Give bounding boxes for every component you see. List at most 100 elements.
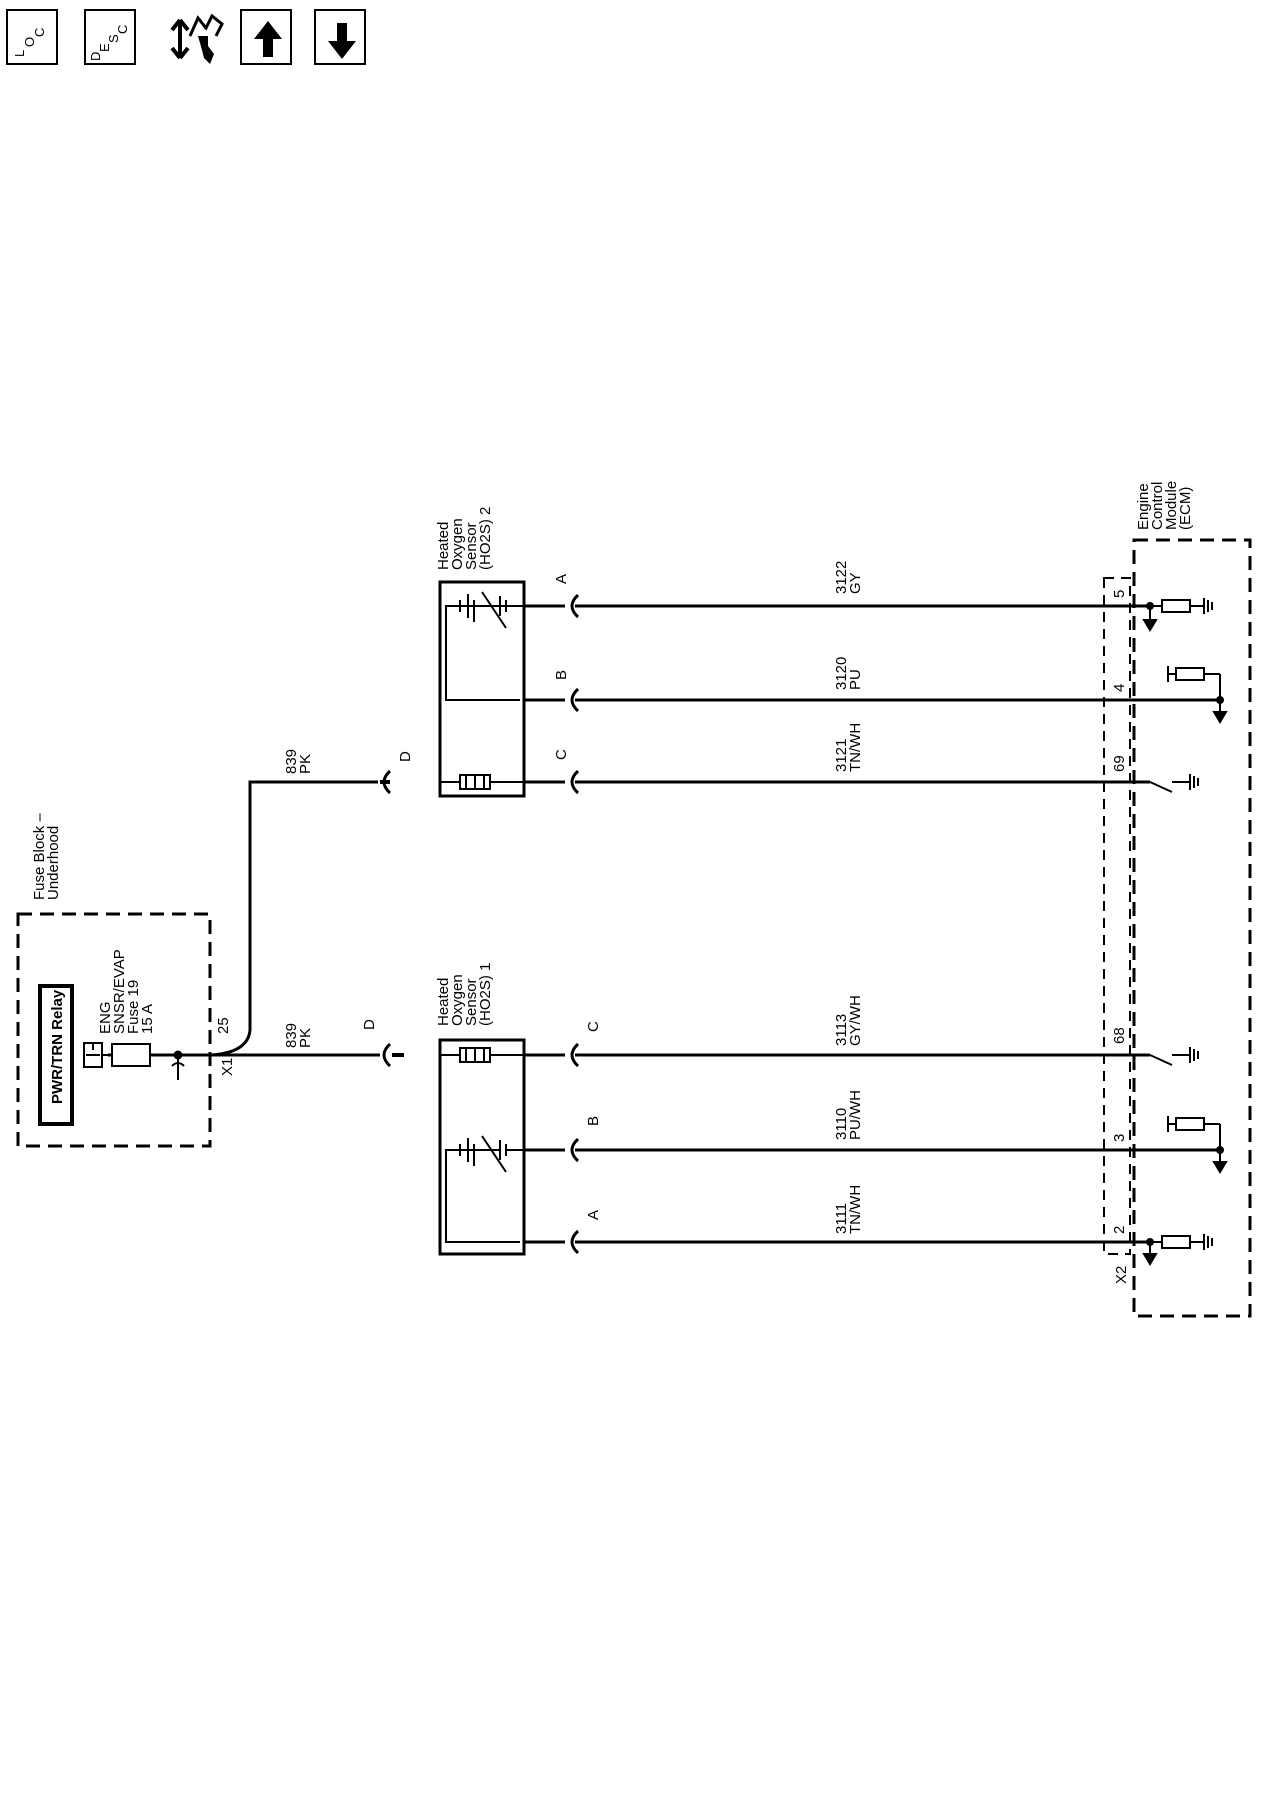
ecm-pin3-circuit-icon xyxy=(1167,1116,1228,1174)
arrow-up-icon xyxy=(254,21,282,57)
fuse-block-title: Fuse Block – Underhood xyxy=(31,813,62,900)
fuse-block-pin-25: 25 xyxy=(215,1017,232,1034)
sensor1-title: Heated Oxygen Sensor (HO2S) 1 xyxy=(435,963,494,1026)
desc-letter-d: D xyxy=(88,52,103,61)
relay-contact-icon xyxy=(83,1042,108,1068)
loc-letter-c: C xyxy=(32,28,47,37)
wrench-arrows-icon xyxy=(170,13,224,64)
wire-839-sensor2-color: PK xyxy=(297,754,314,774)
toolbar: L O C D E S C xyxy=(0,0,380,80)
sensor2-title-line2: Oxygen xyxy=(449,518,466,570)
ecm-title-line1: Engine xyxy=(1135,483,1152,530)
sensor1-pin-b-connector xyxy=(570,1137,580,1163)
sensor2-title-line4: (HO2S) 2 xyxy=(477,507,494,570)
sensor1-pin-d-label: D xyxy=(361,1019,378,1030)
sensor2-pin-c-connector xyxy=(570,769,580,795)
sensor2-element-icon xyxy=(445,591,524,701)
sensor1-title-line4: (HO2S) 1 xyxy=(477,963,494,1026)
ecm-pin5-circuit-icon xyxy=(1142,598,1213,632)
sensor1-pin-d-connector xyxy=(382,1042,392,1068)
wire-839-sensor1-circuit: 839 xyxy=(283,1023,300,1048)
wire-3113-circuit: 3113 xyxy=(833,1014,850,1046)
wire-3110-color: PU/WH xyxy=(847,1090,864,1140)
sensor1-pin-a-connector xyxy=(570,1229,580,1255)
wire-839-sensor1-color: PK xyxy=(297,1028,314,1048)
ecm-connector-x2-outline xyxy=(1103,577,1131,1255)
sensor1-title-line3: Sensor xyxy=(463,978,480,1026)
fuse-block-outline xyxy=(16,912,212,1148)
wire-839-sensor2 xyxy=(209,780,378,1057)
sensor2-pin-b-connector xyxy=(570,687,580,713)
sensor1-title-line2: Oxygen xyxy=(449,974,466,1026)
ecm-title-line4: (ECM) xyxy=(1177,487,1194,530)
fuse-block-title-line2: Underhood xyxy=(45,826,62,900)
ecm-title: Engine Control Module (ECM) xyxy=(1135,481,1194,530)
sensor2-pin-c-label: C xyxy=(553,749,570,760)
wire-3122-label: 3122 GY xyxy=(833,561,864,594)
description-button[interactable]: D E S C xyxy=(84,9,136,65)
fuse-label-line2: SNSR/EVAP xyxy=(111,949,128,1034)
wire-3120-circuit: 3120 xyxy=(833,657,850,690)
wire-3121-circuit: 3121 xyxy=(833,739,850,772)
wire-3111-label: 3111 TN/WH xyxy=(833,1185,864,1234)
sensor2-title-line1: Heated xyxy=(435,522,452,570)
sensor1-pin-c-connector xyxy=(570,1042,580,1068)
wire-839-sensor1-label: 839 PK xyxy=(283,1023,314,1048)
loc-letter-l: L xyxy=(12,50,27,57)
ecm-connector-x2: X2 xyxy=(1113,1266,1130,1284)
wire-839-sensor2-circuit: 839 xyxy=(283,749,300,774)
ecm-pin-2: 2 xyxy=(1111,1226,1128,1234)
sensor2-title-line3: Sensor xyxy=(463,522,480,570)
connector-x1-icon xyxy=(171,1062,185,1067)
wire-839-sensor2-label: 839 PK xyxy=(283,749,314,774)
ecm-title-line2: Control xyxy=(1149,482,1166,530)
ecm-pin-5: 5 xyxy=(1111,590,1128,598)
sensor1-pin-c-label: C xyxy=(585,1021,602,1032)
fuse-block-title-line1: Fuse Block – xyxy=(31,813,48,900)
sensor2-pin-a-connector xyxy=(570,593,580,619)
ecm-outline xyxy=(1132,538,1252,1318)
fuse-label-line4: 15 A xyxy=(139,1004,156,1034)
ecm-title-line3: Module xyxy=(1163,481,1180,530)
desc-letter-s: S xyxy=(106,34,121,43)
ecm-pin-68: 68 xyxy=(1111,1027,1128,1044)
desc-letter-c: C xyxy=(115,25,130,34)
wire-3122-color: GY xyxy=(847,572,864,594)
page-up-button[interactable] xyxy=(240,9,292,65)
sensor1-pin-b-label: B xyxy=(585,1116,602,1126)
sensor2-box xyxy=(438,580,526,798)
wire-3111-color: TN/WH xyxy=(847,1185,864,1234)
wire-3121-label: 3121 TN/WH xyxy=(833,723,864,772)
wire-3110-label: 3110 PU/WH xyxy=(833,1090,864,1140)
fuse-label-line1: ENG xyxy=(97,1001,114,1034)
wire-3110-circuit: 3110 xyxy=(833,1108,850,1140)
ecm-pin69-switch-icon xyxy=(1149,774,1199,793)
desc-letter-e: E xyxy=(97,43,112,52)
relay-label: PWR/TRN Relay xyxy=(49,989,66,1104)
sensor2-pin-a-label: A xyxy=(553,574,570,584)
ecm-pin2-circuit-icon xyxy=(1142,1234,1213,1266)
sensor1-title-line1: Heated xyxy=(435,978,452,1026)
wire-3120-label: 3120 PU xyxy=(833,657,864,690)
fuse-block-connector-x1: X1 xyxy=(219,1058,236,1076)
ecm-pin-3: 3 xyxy=(1111,1134,1128,1142)
page-down-button[interactable] xyxy=(314,9,366,65)
relay-box xyxy=(38,984,74,1126)
loc-letter-o: O xyxy=(22,37,37,47)
ecm-pin-69: 69 xyxy=(1111,755,1128,772)
ecm-pin-4: 4 xyxy=(1111,684,1128,692)
sensor2-pin-b-label: B xyxy=(553,670,570,680)
location-button[interactable]: L O C xyxy=(6,9,58,65)
ecm-pin68-switch-icon xyxy=(1149,1047,1199,1066)
sensor2-pin-d-label: D xyxy=(397,751,414,762)
wire-3120-color: PU xyxy=(847,669,864,690)
connector-wrench-button[interactable] xyxy=(166,6,230,75)
arrow-down-icon xyxy=(328,23,356,59)
fuse-label: ENG SNSR/EVAP Fuse 19 15 A xyxy=(97,949,156,1034)
wire-3121-color: TN/WH xyxy=(847,723,864,772)
wire-3111-circuit: 3111 xyxy=(833,1203,850,1234)
loc-icon: L O C xyxy=(12,28,47,57)
wire-3113-color: GY/WH xyxy=(847,995,864,1046)
sensor2-title: Heated Oxygen Sensor (HO2S) 2 xyxy=(435,507,494,570)
